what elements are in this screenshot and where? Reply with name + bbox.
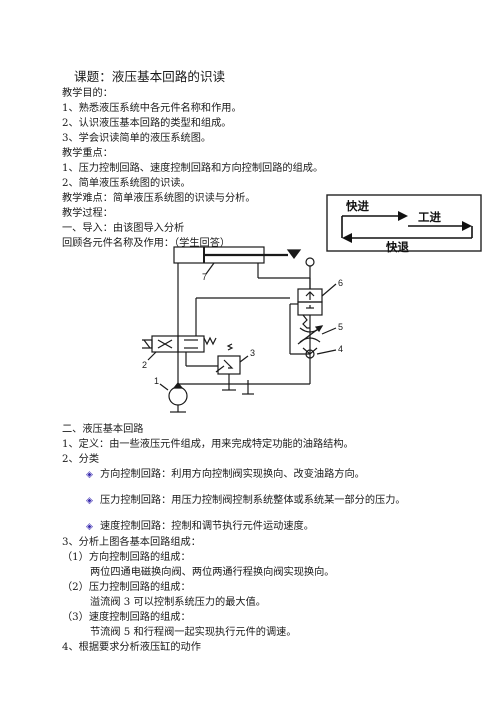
label-2: 2 <box>142 360 147 370</box>
class-item-pressure: ◈压力控制回路：用压力控制阀控制系统整体或系统某一部分的压力。 <box>86 495 406 506</box>
goal-2: 2、认识液压基本回路的类型和组成。 <box>62 118 232 129</box>
diamond-bullet-icon: ◈ <box>86 496 93 506</box>
hydraulic-circuit-diagram: 7 6 5 4 2 3 1 <box>142 246 343 413</box>
cylinder-motion-line: 4、根据要求分析液压缸的动作 <box>62 642 201 653</box>
classification-line: 2、分类 <box>62 454 100 465</box>
label-1: 1 <box>154 376 159 386</box>
goal-1: 1、熟悉液压系统中各元件名称和作用。 <box>62 103 242 114</box>
label-6: 6 <box>338 278 343 288</box>
class-item-speed: ◈速度控制回路：控制和调节执行元件运动速度。 <box>86 521 314 532</box>
motion-cycle-diagram: 快进 工进 快退 <box>326 194 482 254</box>
direction-circuit-heading: （1）方向控制回路的组成： <box>62 552 191 563</box>
intro-line: 一、导入：由该图导入分析 <box>62 223 185 234</box>
analysis-line: 3、分析上图各基本回路组成： <box>62 537 201 548</box>
label-5: 5 <box>338 322 343 332</box>
key-points-heading: 教学重点： <box>62 148 113 159</box>
lesson-title: 课题：液压基本回路的识读 <box>74 69 226 84</box>
section2-heading: 二、液压基本回路 <box>62 424 144 435</box>
label-7: 7 <box>202 272 207 282</box>
fast-return-label: 快退 <box>385 240 409 254</box>
teaching-goals-heading: 教学目的： <box>62 88 113 99</box>
process-heading: 教学过程： <box>62 208 113 219</box>
pressure-circuit-body: 溢流阀 3 可以控制系统压力的最大值。 <box>90 597 266 608</box>
diamond-bullet-icon: ◈ <box>86 522 93 532</box>
goal-3: 3、学会识读简单的液压系统图。 <box>62 133 212 144</box>
label-4: 4 <box>338 344 343 354</box>
label-3: 3 <box>250 348 255 358</box>
key-point-2: 2、简单液压系统图的识读。 <box>62 178 191 189</box>
review-line: 回顾各元件名称及作用：（学生回答） <box>62 238 231 249</box>
pressure-circuit-heading: （2）压力控制回路的组成： <box>62 582 191 593</box>
diamond-bullet-icon: ◈ <box>86 470 93 480</box>
difficulty-line: 教学难点：简单液压系统图的识读与分析。 <box>62 193 256 204</box>
speed-circuit-body: 节流阀 5 和行程阀一起实现执行元件的调速。 <box>90 627 297 638</box>
work-feed-label: 工进 <box>418 210 441 224</box>
fast-forward-label: 快进 <box>345 199 369 213</box>
speed-circuit-heading: （3）速度控制回路的组成： <box>62 612 191 623</box>
direction-circuit-body: 两位四通电磁换向阀、两位两通行程换向阀实现换向。 <box>90 567 335 578</box>
definition-line: 1、定义：由一些液压元件组成，用来完成特定功能的油路结构。 <box>62 439 354 450</box>
key-point-1: 1、压力控制回路、速度控制回路和方向控制回路的组成。 <box>62 163 324 174</box>
class-item-direction: ◈方向控制回路：利用方向控制阀实现换向、改变油路方向。 <box>86 469 365 480</box>
